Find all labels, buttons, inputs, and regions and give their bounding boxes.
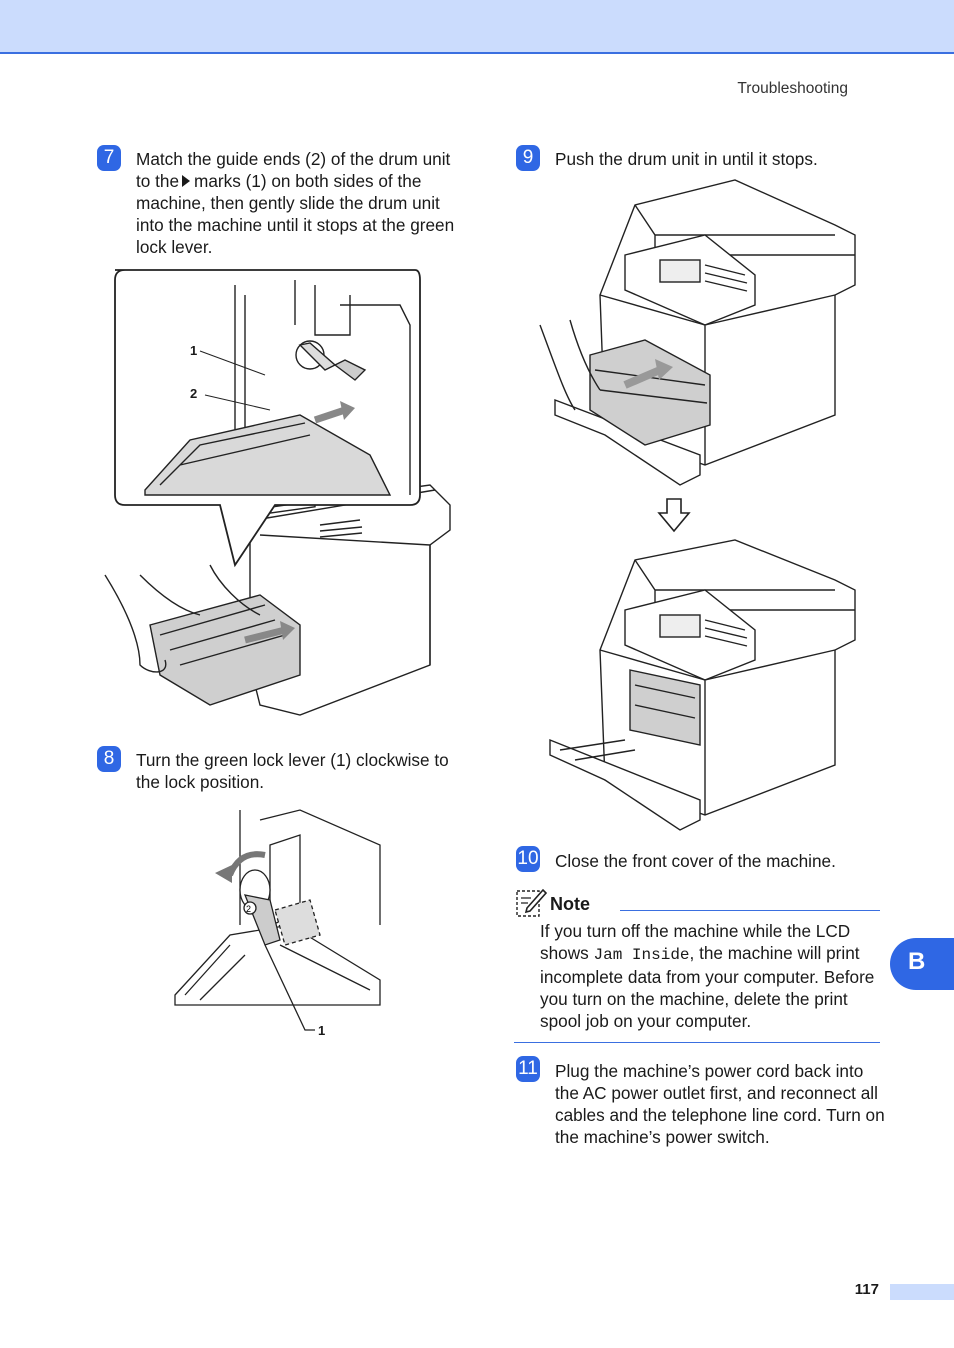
callout-1: 1 bbox=[190, 343, 197, 358]
step-10-number: 10 bbox=[516, 846, 540, 872]
appendix-tab: B bbox=[890, 938, 954, 990]
step-9-illustration-before bbox=[539, 179, 856, 486]
step-9-text: Push the drum unit in until it stops. bbox=[555, 149, 818, 169]
right-triangle-icon bbox=[182, 175, 191, 187]
callout-2: 2 bbox=[190, 386, 197, 401]
step-10-text: Close the front cover of the machine. bbox=[555, 851, 836, 871]
callout-2-small: 2 bbox=[246, 904, 251, 914]
step-11-number: 11 bbox=[516, 1056, 540, 1082]
page-number: 117 bbox=[854, 1281, 879, 1298]
down-arrow-icon bbox=[657, 498, 691, 533]
section-title: Troubleshooting bbox=[737, 80, 848, 97]
step-8-number: 8 bbox=[97, 746, 121, 772]
step-7-number: 7 bbox=[97, 145, 121, 171]
note-title: Note bbox=[550, 894, 590, 914]
footer-band bbox=[890, 1284, 954, 1300]
step-9-number: 9 bbox=[516, 145, 540, 171]
callout-1: 1 bbox=[318, 1023, 325, 1038]
step-11-text: Plug the machine’s power cord back into … bbox=[555, 1061, 885, 1147]
step-8-text: Turn the green lock lever (1) clockwise … bbox=[136, 750, 449, 792]
step-8-illustration: 2 1 bbox=[174, 809, 381, 1038]
step-7-text: Match the guide ends (2) of the drum uni… bbox=[136, 149, 455, 257]
header-band bbox=[0, 0, 954, 54]
lcd-message: Jam Inside bbox=[593, 946, 690, 964]
note-pencil-icon bbox=[516, 888, 547, 917]
note-divider-top bbox=[620, 910, 880, 911]
step-7-illustration: 1 2 bbox=[104, 269, 451, 716]
step-9-illustration-after bbox=[549, 539, 856, 831]
note-text: If you turn off the machine while the LC… bbox=[540, 921, 875, 1031]
note-divider-bottom bbox=[514, 1042, 880, 1043]
